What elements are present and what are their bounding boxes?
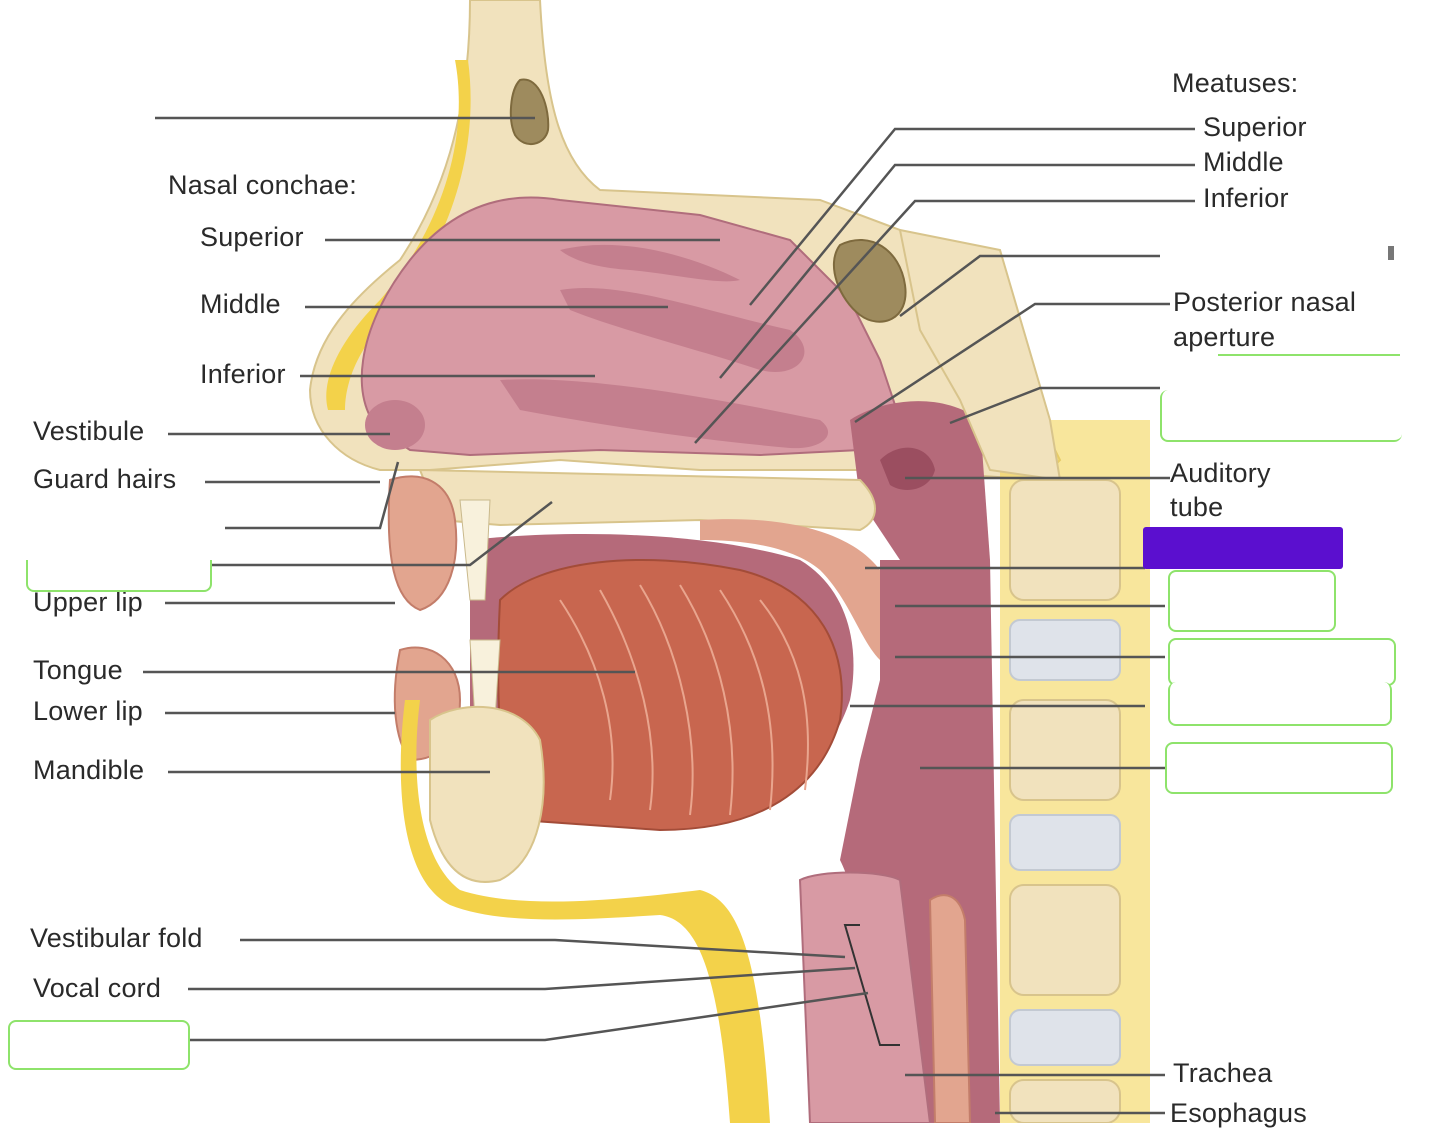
inferior-concha-shape bbox=[500, 379, 829, 449]
vertebra bbox=[1009, 619, 1121, 681]
upper-incisor bbox=[459, 499, 491, 601]
esophagus-tube bbox=[928, 894, 972, 1123]
vestibule-shape bbox=[365, 400, 425, 450]
vertebra bbox=[1009, 884, 1121, 996]
larynx-bracket bbox=[843, 924, 900, 1046]
nose-fat-layer bbox=[326, 60, 471, 410]
chin-neck-fat bbox=[400, 700, 770, 1123]
vertebra bbox=[1009, 1079, 1121, 1123]
auditory-tube-opening bbox=[880, 447, 935, 490]
vertebra bbox=[1009, 814, 1121, 871]
superior-concha-shape bbox=[560, 244, 740, 282]
soft-palate bbox=[700, 519, 895, 660]
tongue-fibers bbox=[559, 584, 809, 816]
vertebra bbox=[1009, 1009, 1121, 1066]
skull-base bbox=[898, 228, 1062, 482]
vertebra bbox=[1009, 699, 1121, 801]
mandible-bone bbox=[429, 705, 545, 883]
sphenoid-sinus bbox=[832, 239, 907, 323]
leader-lines bbox=[135, 116, 1195, 1115]
frontal-sinus bbox=[509, 78, 550, 145]
vertebral-column bbox=[1000, 420, 1150, 1123]
upper-lip-shape bbox=[387, 475, 458, 612]
tongue-muscle bbox=[497, 559, 843, 832]
vertebra bbox=[1009, 479, 1121, 601]
larynx-trachea bbox=[798, 871, 932, 1123]
